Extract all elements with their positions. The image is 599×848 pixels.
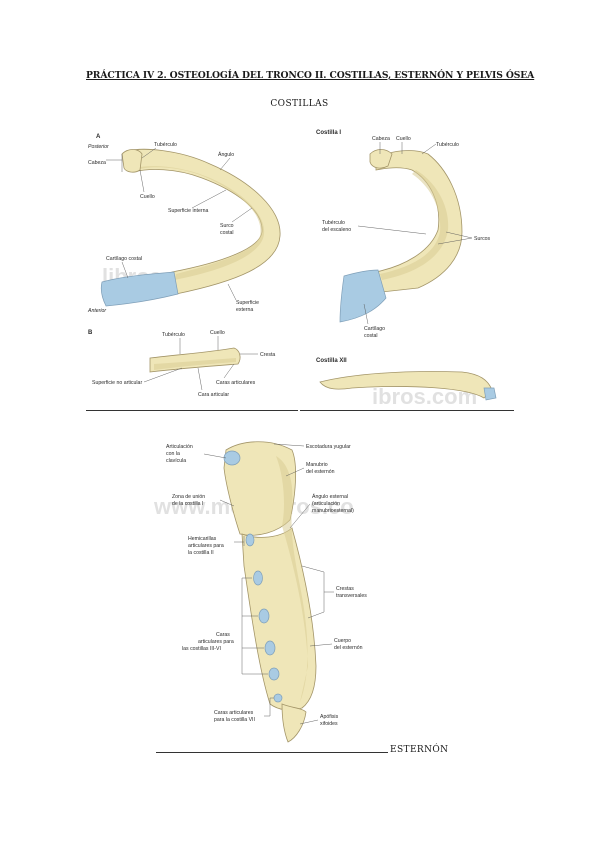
rib-a-angulo-label: Ángulo (218, 151, 234, 158)
rib-1-cabeza-label: Cabeza (372, 136, 390, 142)
rib-a-superficie-externa-label-1: Superficie (236, 300, 259, 306)
rib-a-cuello-label: Cuello (140, 194, 155, 200)
rib-v-facet (264, 640, 276, 656)
rib-1-bone (375, 150, 463, 293)
rib-a-surco-label-2: costal (220, 230, 234, 236)
sternum-art-clavicula-label-2: con la (166, 451, 180, 457)
rib-12-cartilage-tip (483, 387, 497, 401)
sternum-hemicarillas-label-2: articulares para (188, 543, 224, 549)
caption-esternon: ESTERNÓN (390, 745, 449, 755)
rule-rib-a (86, 410, 298, 411)
sternum-apofisis-label-2: xifoides (320, 721, 338, 727)
rib-1-surcos-label: Surcos (474, 236, 491, 242)
rib-a-figure: libros.com A Posterior Cabeza Tubérculo … (87, 134, 281, 314)
rib-a-panel-letter: A (96, 134, 101, 140)
clavicular-notch-facet (223, 450, 241, 466)
rib-1-tub-escaleno-label-1: Tubérculo (322, 220, 345, 226)
rib-iv-facet (258, 608, 270, 624)
sternum-hemicarillas-label-1: Hemicarillas (188, 536, 217, 542)
sternum-crestas-label-2: transversales (336, 593, 367, 599)
sternum-cuerpo-label-1: Cuerpo (334, 638, 351, 644)
rib-a-superficie-interna-label: Superficie interna (168, 208, 208, 214)
rib-a-anterior-label: Anterior (87, 308, 106, 314)
rib-12-figure: Costilla XII ibros.com (316, 358, 497, 409)
rib-1-tub-escaleno-label-2: del escaleno (322, 227, 351, 233)
sternum-caras-label-1: Caras (216, 632, 230, 638)
rib-iii-facet (253, 570, 263, 586)
sternum-hemicarillas-label-3: la costilla II (188, 550, 214, 556)
rib-1-cartilago-label-1: Cartílago (364, 326, 385, 332)
rib-b-cara-articular-label: Cara articular (198, 392, 229, 398)
sternum-caras7-label-1: Caras articulares (214, 710, 254, 716)
rib-1-tuberculo-label: Tubérculo (436, 142, 459, 148)
rib-a-surco-label-1: Surco (220, 223, 234, 229)
rib-12-panel-label: Costilla XII (316, 358, 347, 364)
document-title: PRÁCTICA IV 2. OSTEOLOGÍA DEL TRONCO II.… (86, 70, 535, 81)
rib-b-tuberculo-label: Tubérculo (162, 332, 185, 338)
sternum-escotadura-label: Escotadura yugular (306, 444, 351, 450)
sternum-zona-union-label-2: de la costilla I (172, 501, 203, 507)
rib-b-cuello-label: Cuello (210, 330, 225, 336)
rib-b-panel-letter: B (88, 330, 93, 336)
rule-rib-1 (300, 410, 514, 411)
rib-a-costal-cartilage (100, 271, 179, 307)
sternum-xiphoid (281, 703, 307, 743)
rib-b-caras-articulares-label: Caras articulares (216, 380, 256, 386)
sternum-angulo-label-1: Ángulo esternal (312, 493, 348, 500)
rib-a-cabeza-label: Cabeza (88, 160, 106, 166)
rib-1-figure: Costilla I Cabeza Cuello Tubérculo Tubér… (316, 130, 491, 339)
rib-1-cartilago-label-2: costal (364, 333, 378, 339)
sternum-art-clavicula-label-1: Articulación (166, 444, 193, 450)
rib-a-cartilago-label: Cartílago costal (106, 256, 142, 262)
sternum-angulo-label-3: manubrioesternal) (312, 508, 354, 514)
rib-1-costal-cartilage (339, 269, 387, 323)
sternum-caras-label-3: las costillas III-VI (182, 646, 221, 652)
rib-vi-facet (268, 667, 280, 681)
sternum-crestas-label-1: Crestas (336, 586, 354, 592)
rib-b-superficie-no-articular-label: Superficie no articular (92, 380, 142, 386)
rib-a-head (121, 149, 143, 173)
rib-b-cresta-label: Cresta (260, 352, 275, 358)
sternum-angulo-label-2: (articulación (312, 501, 340, 507)
rib-a-posterior-label: Posterior (88, 144, 109, 150)
rib-ii-facet (245, 533, 255, 547)
rib-a-superficie-externa-label-2: externa (236, 307, 253, 313)
sternum-manubrio-label-2: del esternón (306, 469, 335, 475)
rib-b-figure: B Tubérculo Cuello Cresta Superficie no … (88, 330, 275, 398)
sternum-art-clavicula-label-3: clavícula (166, 458, 186, 464)
sternum-caras-label-2: articulares para (198, 639, 234, 645)
sternum-apofisis-label-1: Apófisis (320, 714, 339, 720)
rule-esternon (156, 752, 388, 753)
sternum-manubrio-label-1: Manubrio (306, 462, 328, 468)
sternum-zona-union-label-1: Zona de unión (172, 494, 205, 500)
section-title-costillas: COSTILLAS (270, 99, 329, 109)
rib-1-head (369, 149, 393, 169)
rib-1-cuello-label: Cuello (396, 136, 411, 142)
sternum-cuerpo-label-2: del esternón (334, 645, 363, 651)
rib-vii-facet (273, 693, 283, 703)
rib-1-panel-label: Costilla I (316, 130, 341, 136)
sternum-caras7-label-2: para la costilla VII (214, 717, 255, 723)
rib-a-tuberculo-label: Tubérculo (154, 142, 177, 148)
sternum-articular-facets (223, 450, 283, 703)
sternum-figure: www.medilibros.co Articulación con la cl… (153, 441, 367, 743)
